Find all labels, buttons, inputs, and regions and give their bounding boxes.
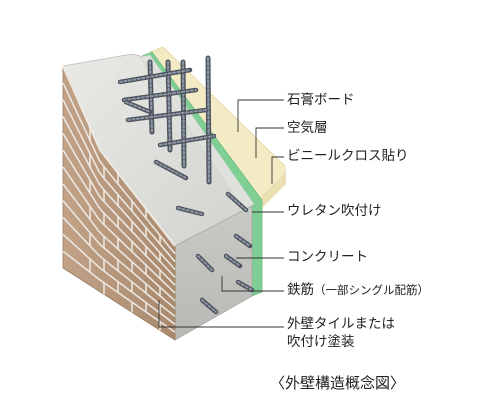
rebar: [165, 59, 173, 153]
rebar: [175, 205, 205, 217]
tile-joints: [62, 82, 176, 333]
label-urethane-spray: ウレタン吹付け: [287, 203, 382, 219]
rebar-group: [117, 55, 255, 315]
rebar: [123, 99, 153, 115]
tile-top-edge: [62, 65, 176, 247]
rebar: [225, 191, 249, 213]
tile-joint-horizontal: [62, 149, 176, 286]
label-vinyl-cloth: ビニールクロス貼り: [287, 148, 409, 164]
label-rebar-main: 鉄筋: [287, 282, 314, 298]
rebar: [157, 133, 217, 148]
rebar: [235, 279, 255, 293]
tile-joint-horizontal: [62, 82, 176, 255]
rebar: [125, 107, 209, 123]
diagram-caption: 〈外壁構造概念図〉: [270, 374, 406, 392]
leader-lines: [158, 99, 284, 328]
tile-joint-horizontal: [62, 99, 176, 263]
rebar: [233, 233, 253, 249]
label-rebar: 鉄筋（一部シングル配筋）: [287, 282, 429, 298]
gypsum-board-edge: [262, 172, 286, 208]
rebar: [205, 55, 212, 185]
leader-air: [255, 127, 284, 158]
label-rebar-note: （一部シングル配筋）: [314, 283, 429, 297]
tile-joint-horizontal: [62, 216, 176, 318]
leader-vinyl: [271, 156, 284, 184]
label-air-layer: 空気層: [287, 120, 328, 136]
rebar: [195, 253, 215, 273]
label-concrete: コンクリート: [287, 249, 368, 265]
leader-exterior: [158, 300, 284, 328]
rebar: [223, 253, 243, 269]
rebar: [153, 159, 189, 181]
label-gypsum-board: 石膏ボード: [287, 92, 355, 108]
tile-joint-horizontal: [62, 166, 176, 294]
tile-joint-horizontal: [62, 183, 176, 302]
rebar: [117, 67, 193, 85]
tile-joint-horizontal: [62, 132, 176, 278]
rebar: [121, 87, 199, 103]
leader-gypsum: [237, 99, 284, 132]
tile-joint-horizontal: [62, 250, 176, 333]
tile-joint-horizontal: [62, 200, 176, 310]
tile-joint-horizontal: [62, 233, 176, 325]
rebar: [199, 297, 219, 315]
label-exterior-line2: 吹付け塗装: [287, 334, 355, 350]
leader-rebar: [221, 276, 284, 292]
tile-joint-horizontal: [62, 116, 176, 271]
label-exterior-line1: 外壁タイルまたは: [287, 316, 395, 332]
